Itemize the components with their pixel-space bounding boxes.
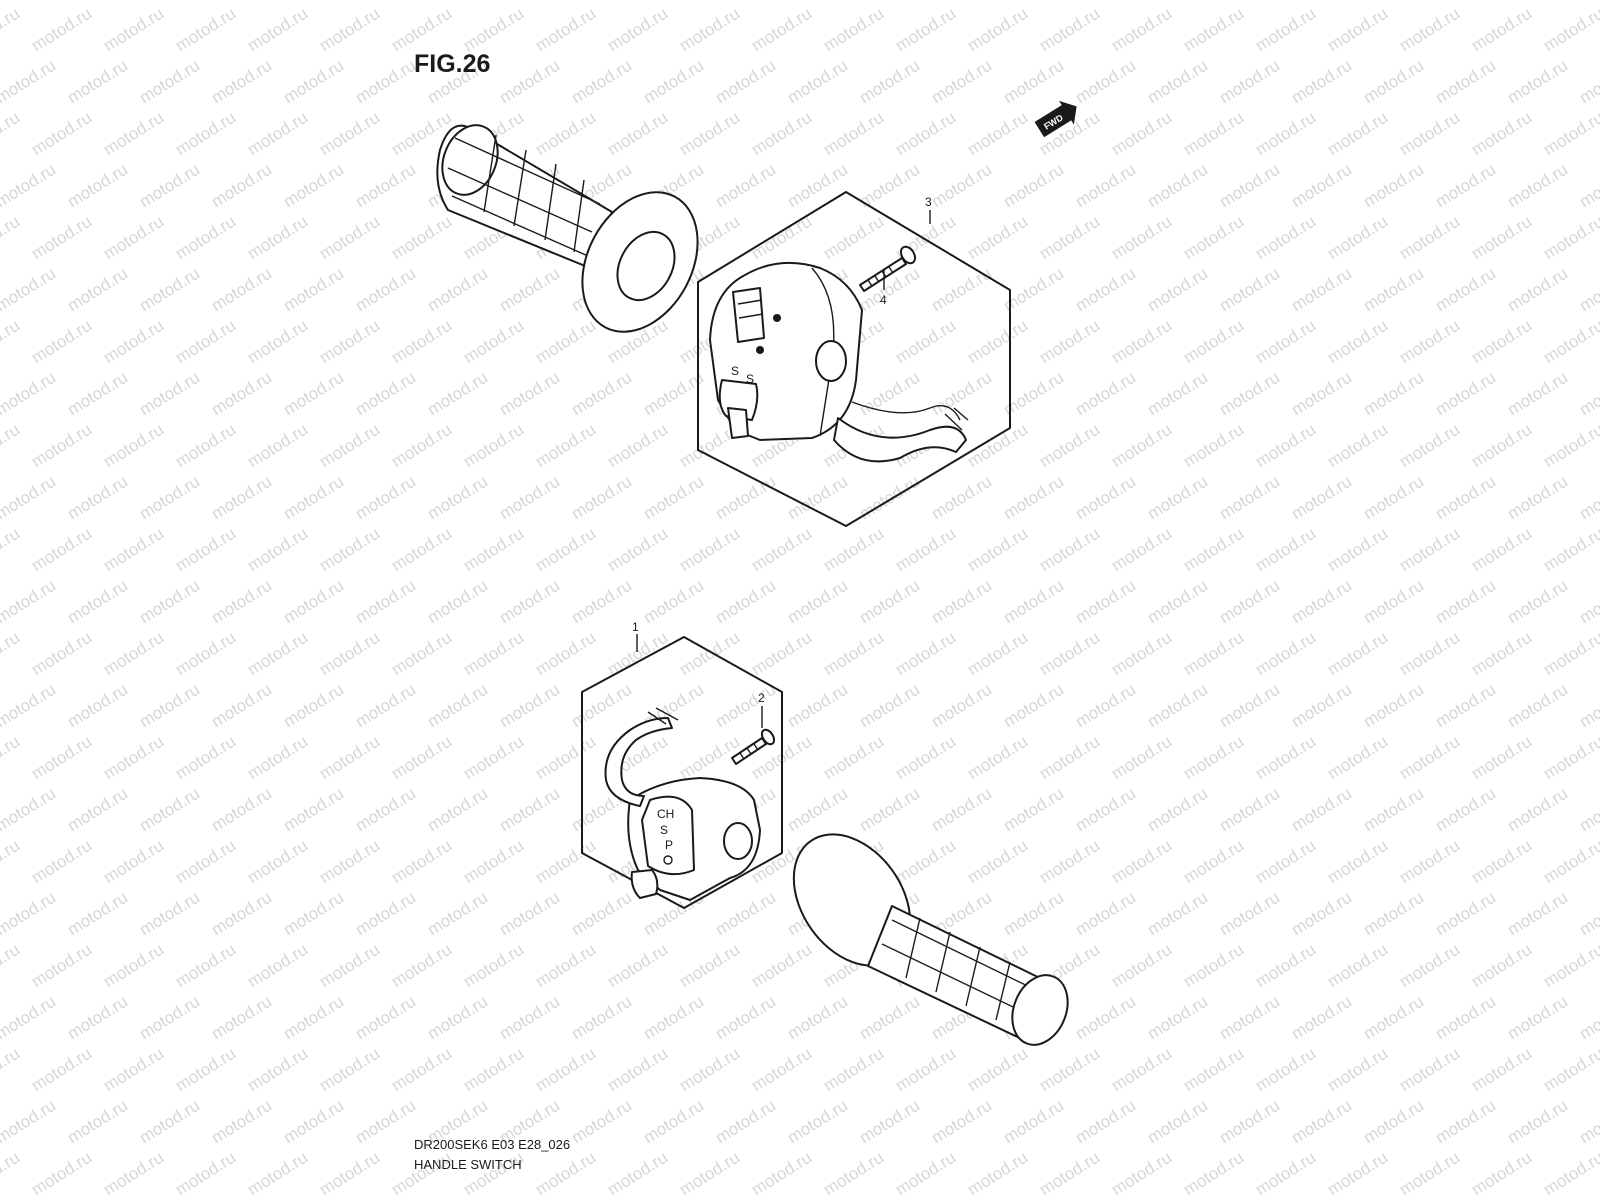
grip-lower: [792, 833, 1069, 1046]
callout-1: 1: [632, 620, 639, 652]
svg-text:1: 1: [632, 620, 639, 634]
svg-text:CH: CH: [657, 807, 674, 821]
callout-2: 2: [758, 691, 765, 728]
figure-title: FIG.26: [414, 50, 491, 78]
section-title: HANDLE SWITCH: [414, 1157, 522, 1172]
throttle-grip-upper: [436, 124, 699, 333]
svg-text:2: 2: [758, 691, 765, 705]
screw-4: [859, 245, 917, 292]
right-handle-switch: S S: [709, 261, 969, 463]
svg-text:3: 3: [925, 195, 932, 209]
switch-assembly-frame-3: [697, 191, 1011, 527]
fwd-arrow-icon: FWD: [1034, 100, 1077, 138]
screw-2: [731, 728, 776, 765]
left-handle-switch: CH S P: [604, 707, 761, 901]
callout-4: 4: [880, 270, 887, 307]
switch-assembly-frame-1: [581, 636, 783, 909]
svg-text:P: P: [665, 838, 673, 852]
svg-text:S: S: [660, 823, 668, 837]
callout-3: 3: [925, 195, 932, 224]
svg-text:S: S: [731, 364, 739, 378]
svg-text:S: S: [746, 372, 754, 386]
svg-text:4: 4: [880, 293, 887, 307]
model-code: DR200SEK6 E03 E28_026: [414, 1137, 571, 1152]
